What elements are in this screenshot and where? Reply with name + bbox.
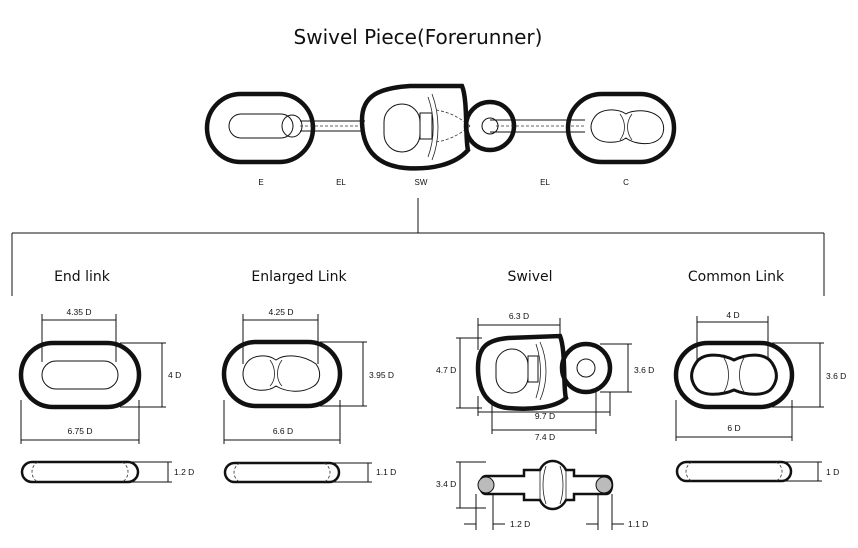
- assembly-label-el-right: EL: [540, 178, 550, 187]
- assembly-chain: [204, 83, 677, 171]
- assembly-bar-left: [300, 120, 365, 132]
- swivel-side-a-label: 1.2 D: [510, 519, 530, 529]
- common-link-length-label: 6 D: [727, 423, 740, 433]
- common-link-height-label: 3.6 D: [826, 371, 846, 381]
- enlarged-link-height-label: 3.95 D: [369, 370, 394, 380]
- swivel-side-height-label: 3.4 D: [436, 479, 456, 489]
- end-link-detail: 4.35 D 4 D 6.75 D 1.2 D: [18, 307, 194, 484]
- swivel-right-height-label: 3.6 D: [634, 365, 654, 375]
- assembly-labels: E EL SW EL C: [258, 178, 629, 187]
- swivel-length-a-label: 9.7 D: [535, 411, 555, 421]
- heading-common-link: Common Link: [688, 269, 785, 285]
- assembly-end-link: [204, 91, 316, 165]
- enlarged-link-detail: 4.25 D 3.95 D 6.6 D 1.1 D: [221, 307, 396, 484]
- common-link-thickness-label: 1 D: [826, 467, 839, 477]
- enlarged-link-thickness-label: 1.1 D: [376, 467, 396, 477]
- swivel-left-height-label: 4.7 D: [436, 365, 456, 375]
- heading-enlarged-link: Enlarged Link: [251, 269, 347, 285]
- assembly-label-e: E: [258, 178, 263, 187]
- assembly-label-el-left: EL: [336, 178, 346, 187]
- end-link-width-label: 4.35 D: [66, 307, 91, 317]
- breakdown-bracket: [11, 198, 825, 296]
- common-link-detail: 4 D 3.6 D 6 D 1 D: [673, 310, 846, 483]
- assembly-common-link: [565, 91, 677, 165]
- swivel-detail: 6.3 D 4.7 D 3.6 D 9.7 D 7.4 D 3.4 D 1.2 …: [436, 311, 654, 530]
- enlarged-link-width-label: 4.25 D: [268, 307, 293, 317]
- end-link-height-label: 4 D: [168, 370, 181, 380]
- page-title: Swivel Piece(Forerunner): [294, 25, 543, 49]
- end-link-thickness-label: 1.2 D: [174, 467, 194, 477]
- swivel-top-label: 6.3 D: [509, 311, 529, 321]
- heading-end-link: End link: [54, 269, 111, 285]
- assembly-label-c: C: [623, 178, 629, 187]
- assembly-label-sw: SW: [415, 178, 428, 187]
- swivel-side-b-label: 1.1 D: [628, 519, 648, 529]
- common-link-width-label: 4 D: [726, 310, 739, 320]
- end-link-length-label: 6.75 D: [67, 426, 92, 436]
- heading-swivel: Swivel: [507, 269, 552, 285]
- enlarged-link-length-label: 6.6 D: [273, 426, 293, 436]
- assembly-swivel: [359, 83, 471, 171]
- swivel-length-b-label: 7.4 D: [535, 432, 555, 442]
